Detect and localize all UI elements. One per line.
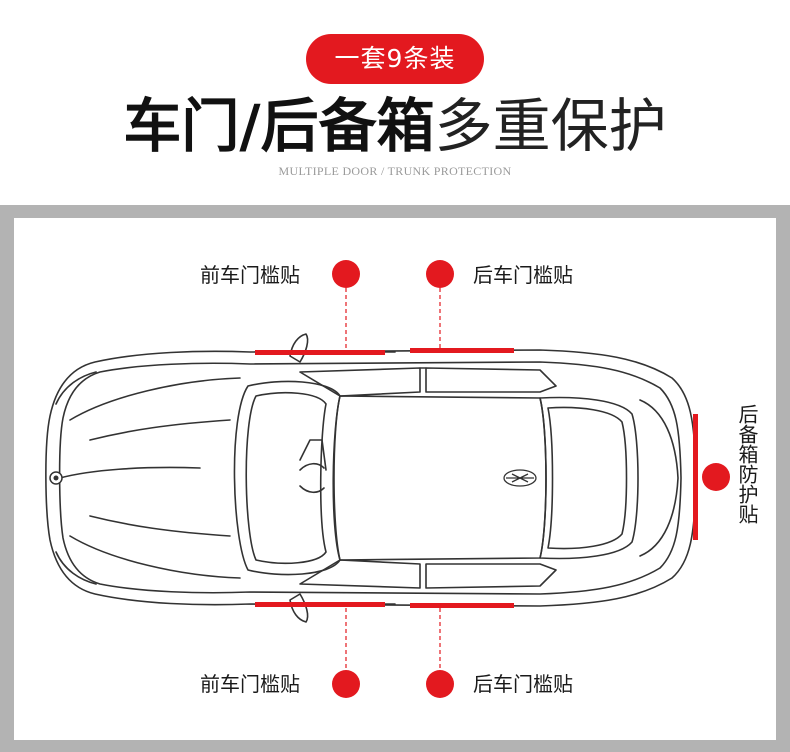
strip-front-door-bottom xyxy=(255,602,385,607)
page-title-bold: 车门/后备箱 xyxy=(123,92,435,160)
page-title: 车门/后备箱多重保护 xyxy=(0,86,790,166)
brand-emblem-icon xyxy=(49,471,63,485)
mirror-bottom xyxy=(289,593,309,623)
strip-rear-door-top xyxy=(410,348,514,353)
strip-trunk xyxy=(693,414,698,540)
strip-rear-door-bottom xyxy=(410,603,514,608)
strip-front-door-top xyxy=(255,350,385,355)
marker-dot-top-right xyxy=(426,260,454,288)
package-count-pill: 一套9条装 xyxy=(306,34,484,84)
label-rear-door-bottom: 后车门槛贴 xyxy=(473,672,573,696)
marker-dot-right xyxy=(702,463,730,491)
marker-dot-top-left xyxy=(332,260,360,288)
marker-dot-bottom-left xyxy=(332,670,360,698)
car-body-outline xyxy=(45,349,697,607)
header: 一套9条装 车门/后备箱多重保护 MULTIPLE DOOR / TRUNK P… xyxy=(0,0,790,205)
page-title-light: 多重保护 xyxy=(434,92,667,160)
rear-window xyxy=(539,396,639,560)
marker-dot-bottom-right xyxy=(426,670,454,698)
mirror-top xyxy=(289,333,309,363)
label-trunk: 后备箱防护贴 xyxy=(735,404,759,524)
label-rear-door-top: 后车门槛贴 xyxy=(473,263,573,287)
label-front-door-bottom: 前车门槛贴 xyxy=(200,672,300,696)
label-front-door-top: 前车门槛贴 xyxy=(200,263,300,287)
diagram-panel xyxy=(14,218,776,740)
roof-emblem-icon xyxy=(503,469,537,487)
page-subtitle: MULTIPLE DOOR / TRUNK PROTECTION xyxy=(278,164,512,178)
